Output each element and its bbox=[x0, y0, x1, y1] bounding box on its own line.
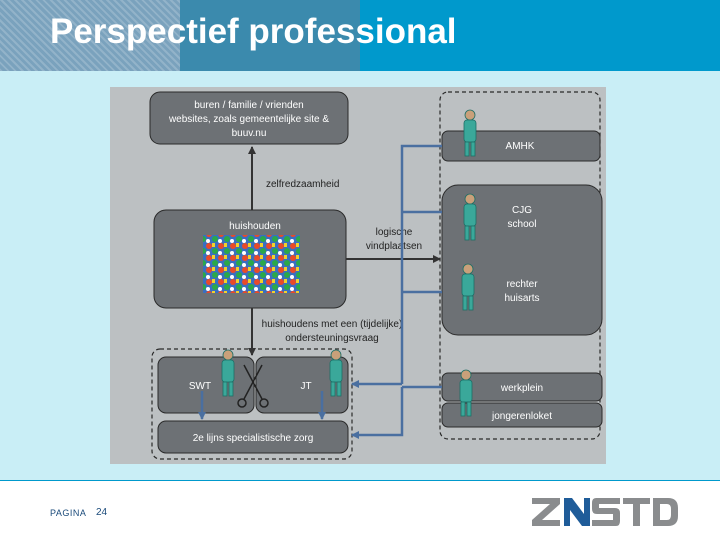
label-logische-1: logische bbox=[376, 227, 413, 238]
label-ondersteuning-2: ondersteuningsvraag bbox=[285, 333, 378, 344]
arrow-to-2e-lijns bbox=[352, 387, 402, 435]
label-jt: JT bbox=[300, 381, 311, 392]
label-ondersteuning-1: huishoudens met een (tijdelijke) bbox=[262, 319, 403, 330]
label-jongerenloket: jongerenloket bbox=[491, 411, 552, 422]
footer-divider bbox=[0, 480, 720, 481]
label-werkplein: werkplein bbox=[500, 383, 543, 394]
huishouden-artwork bbox=[203, 235, 300, 293]
zorg-diagram: buren / familie / vrienden websites, zoa… bbox=[110, 87, 606, 464]
label-swt: SWT bbox=[189, 381, 211, 392]
slide-header: Perspectief professional bbox=[0, 0, 720, 71]
label-cjg: CJG bbox=[512, 205, 532, 216]
label-logische-2: vindplaatsen bbox=[366, 241, 422, 252]
page-label: PAGINA bbox=[50, 508, 86, 518]
label-school: school bbox=[508, 219, 537, 230]
label-rechter: rechter bbox=[506, 279, 538, 290]
arrow-amhk-feed bbox=[402, 146, 442, 384]
label-huishouden: huishouden bbox=[229, 221, 281, 232]
page-number: 24 bbox=[96, 507, 107, 518]
label-amhk: AMHK bbox=[506, 141, 535, 152]
slide-title: Perspectief professional bbox=[50, 12, 457, 52]
top-box-line-2: websites, zoals gemeentelijke site & bbox=[168, 114, 329, 125]
top-box-line-1: buren / familie / vrienden bbox=[194, 100, 304, 111]
label-zelfredzaamheid: zelfredzaamheid bbox=[266, 179, 339, 190]
label-huisarts: huisarts bbox=[504, 293, 539, 304]
znstd-logo bbox=[530, 494, 680, 530]
label-2e-lijns: 2e lijns specialistische zorg bbox=[193, 433, 314, 444]
top-box-line-3: buuv.nu bbox=[232, 128, 267, 139]
